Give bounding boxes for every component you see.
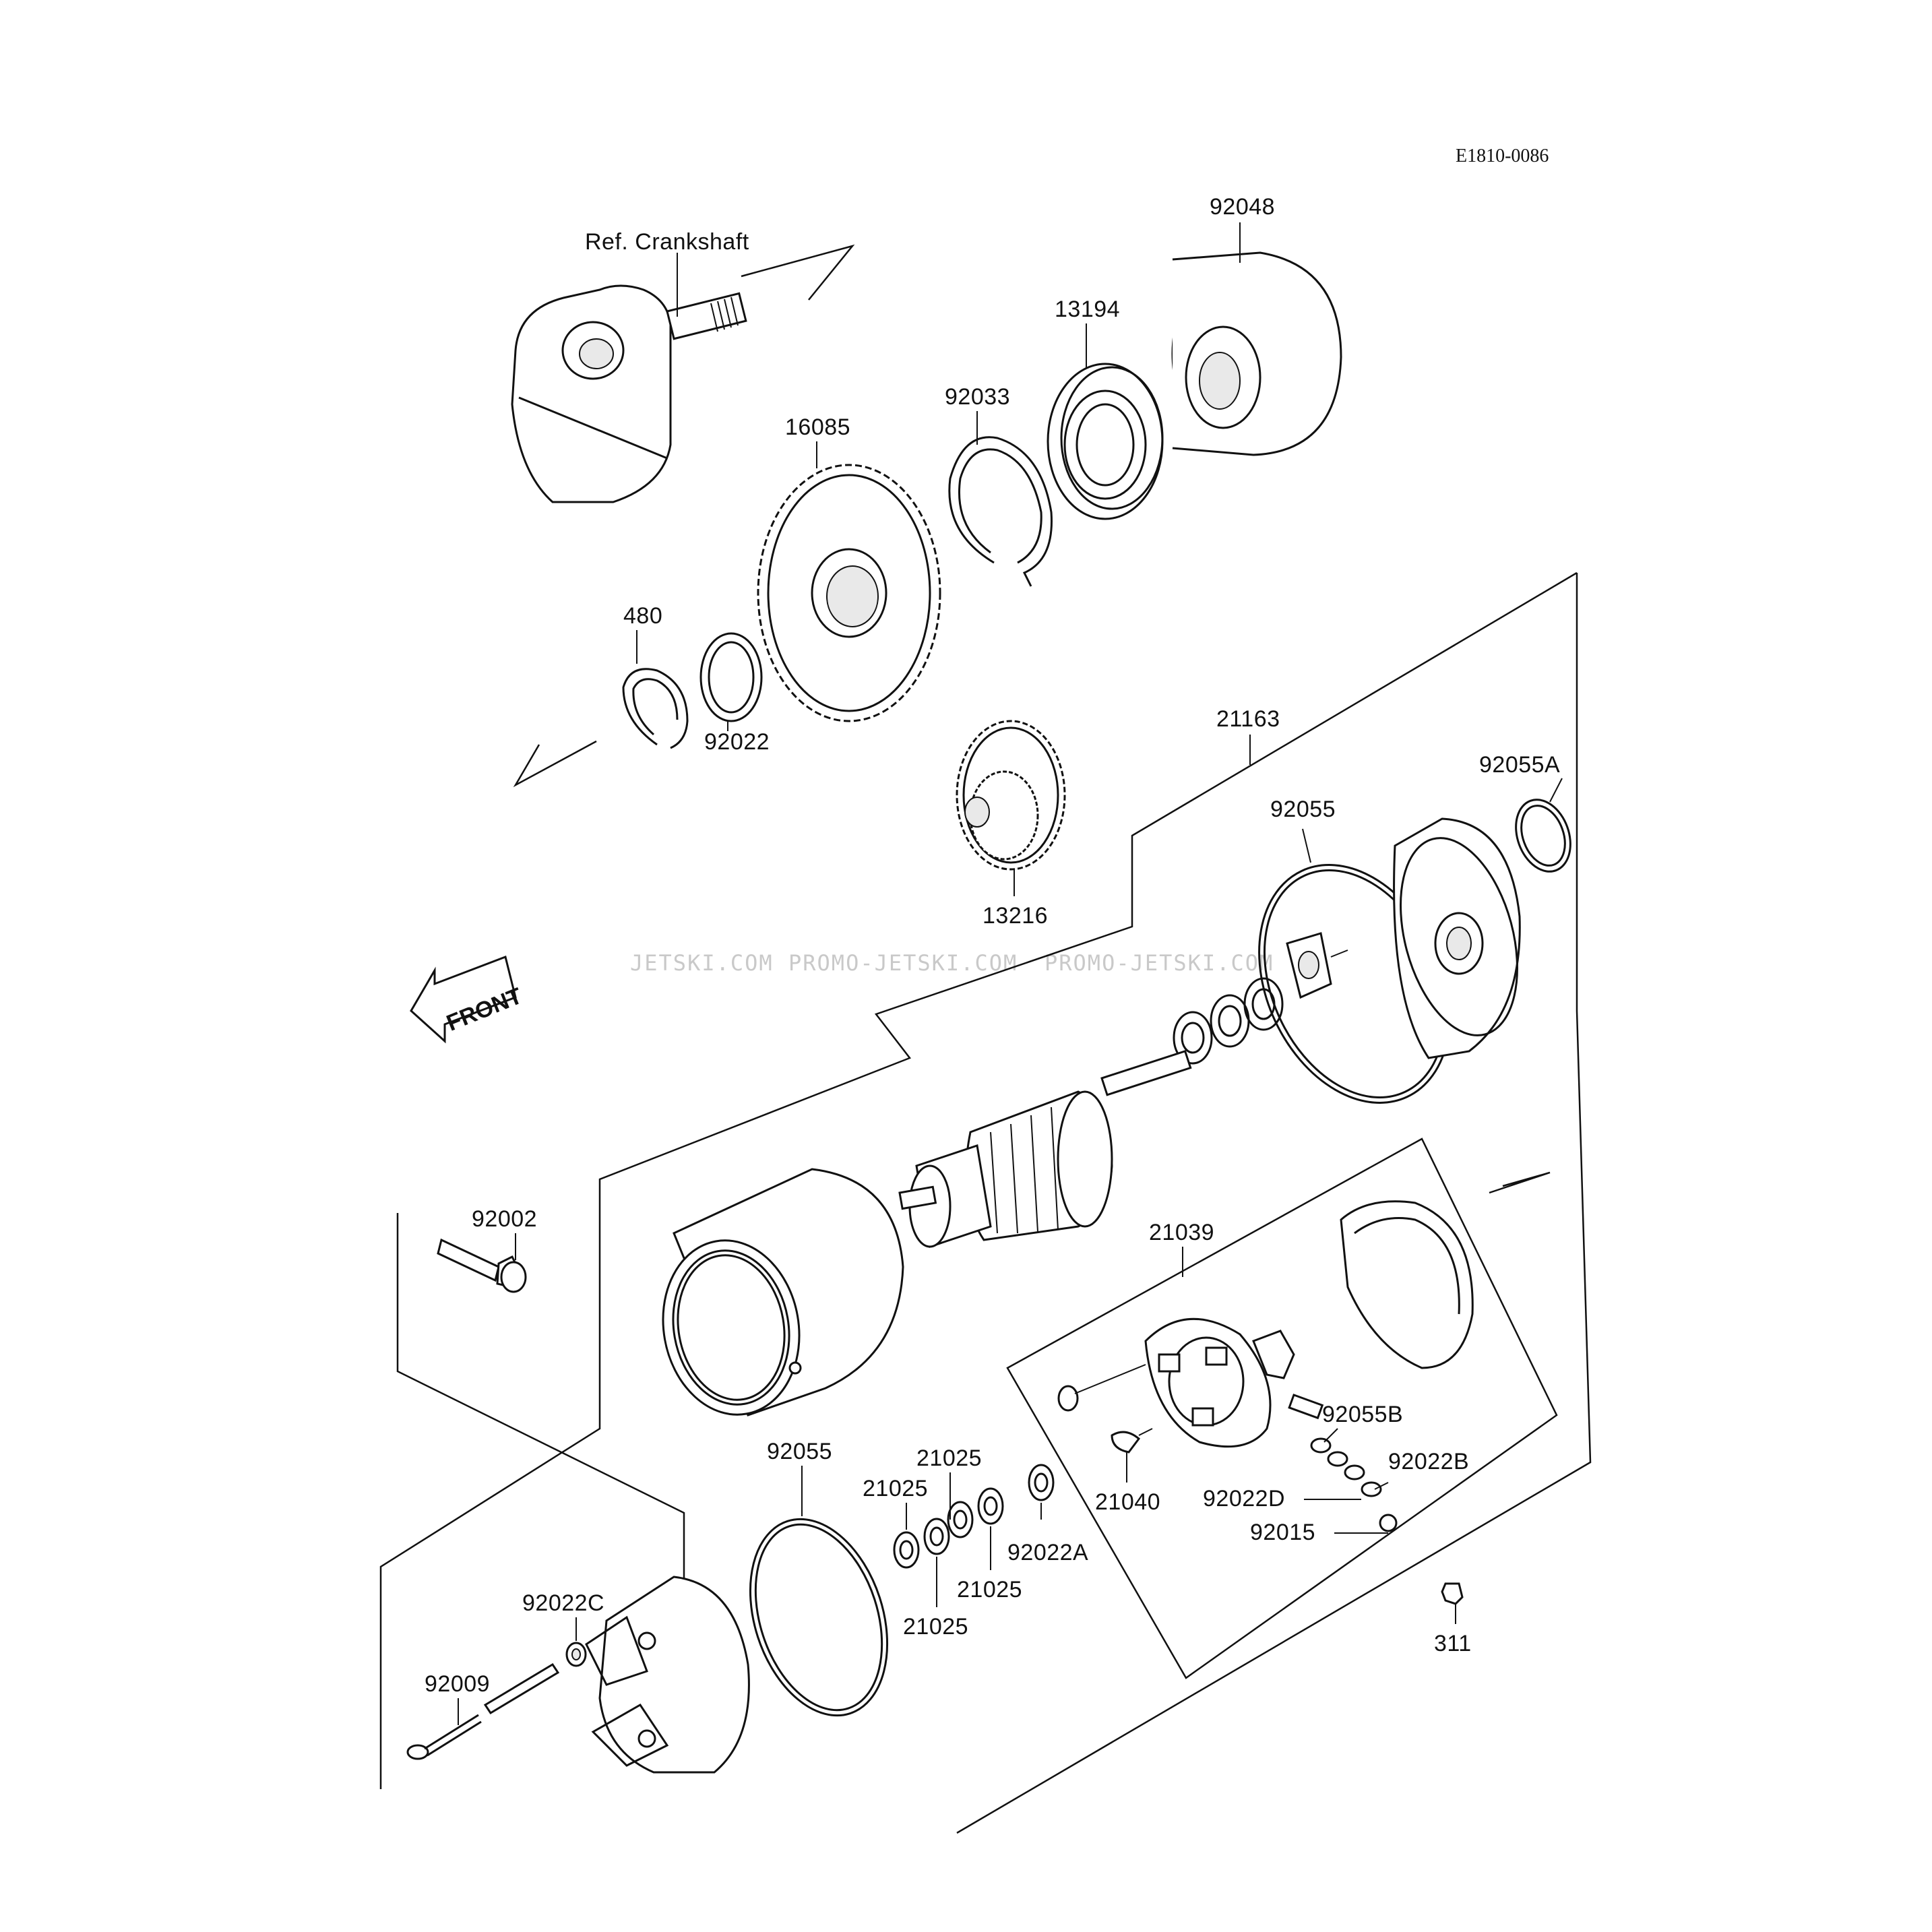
label-21040: 21040 — [1095, 1489, 1160, 1515]
part-92022C-washer — [565, 1642, 587, 1667]
part-92055-o-ring-bottom — [749, 1518, 889, 1717]
part-92033-circlip — [948, 436, 1053, 587]
label-92055-top: 92055 — [1270, 797, 1336, 822]
callout-labels: Ref. Crankshaft 92048 13194 92033 16085 … — [425, 194, 1560, 1697]
label-92055A: 92055A — [1479, 752, 1560, 778]
label-21025: 21025 — [916, 1445, 982, 1471]
watermark-text: PROMO-JETSKI.COM — [788, 950, 1018, 976]
label-92022A: 92022A — [1007, 1540, 1088, 1565]
label-92022C: 92022C — [522, 1590, 604, 1616]
starter-end-cover — [1393, 817, 1521, 1059]
part-21039-brush-holder — [1144, 1317, 1324, 1448]
part-13194-clutch — [1047, 363, 1164, 520]
label-92015: 92015 — [1250, 1520, 1315, 1545]
label-92055B: 92055B — [1322, 1402, 1403, 1427]
leader-lines — [458, 222, 1563, 1725]
label-92022: 92022 — [704, 729, 770, 755]
part-92002-bolt — [437, 1238, 527, 1293]
label-21025: 21025 — [863, 1476, 928, 1501]
part-13216-idle-gear — [956, 720, 1066, 871]
part-92022A-washer — [1028, 1464, 1055, 1501]
label-ref-crankshaft: Ref. Crankshaft — [585, 229, 749, 255]
label-21163: 21163 — [1216, 706, 1280, 732]
crankshaft — [511, 284, 747, 503]
label-13194: 13194 — [1055, 297, 1120, 322]
watermark: JETSKI.COM PROMO-JETSKI.COM PROMO-JETSKI… — [630, 950, 1274, 976]
label-92002: 92002 — [472, 1206, 537, 1232]
part-92048-housing — [1171, 251, 1342, 456]
part-92055A-o-ring — [1515, 799, 1571, 873]
label-16085: 16085 — [785, 414, 850, 440]
label-92009: 92009 — [425, 1671, 490, 1697]
document-code: E1810-0086 — [1456, 146, 1549, 166]
armature — [898, 1049, 1192, 1248]
label-92033: 92033 — [945, 384, 1010, 410]
part-92022-washer — [699, 632, 763, 722]
label-92022B: 92022B — [1388, 1449, 1469, 1474]
label-21025: 21025 — [957, 1577, 1022, 1602]
part-480-circlip — [622, 668, 689, 749]
part-16085-large-gear — [757, 464, 941, 722]
watermark-text: PROMO-JETSKI.COM — [1045, 950, 1274, 976]
label-480: 480 — [623, 603, 662, 629]
armature-shaft-washers — [1173, 932, 1348, 1065]
part-92009-screws — [406, 1662, 560, 1760]
label-21025: 21025 — [903, 1614, 968, 1640]
label-13216: 13216 — [983, 903, 1048, 929]
label-311: 311 — [1434, 1631, 1472, 1656]
label-92048: 92048 — [1210, 194, 1275, 220]
starter-front-cover — [585, 1576, 750, 1774]
watermark-text: JETSKI.COM — [630, 950, 774, 976]
label-21039: 21039 — [1149, 1220, 1214, 1245]
part-21025-washers — [893, 1487, 1004, 1569]
label-92022D: 92022D — [1203, 1486, 1285, 1512]
label-92055-bottom: 92055 — [767, 1439, 832, 1464]
brush-holder-cover — [1340, 1200, 1474, 1369]
starter-yoke — [662, 1168, 904, 1416]
brush-holder-small-parts — [1057, 1364, 1464, 1605]
